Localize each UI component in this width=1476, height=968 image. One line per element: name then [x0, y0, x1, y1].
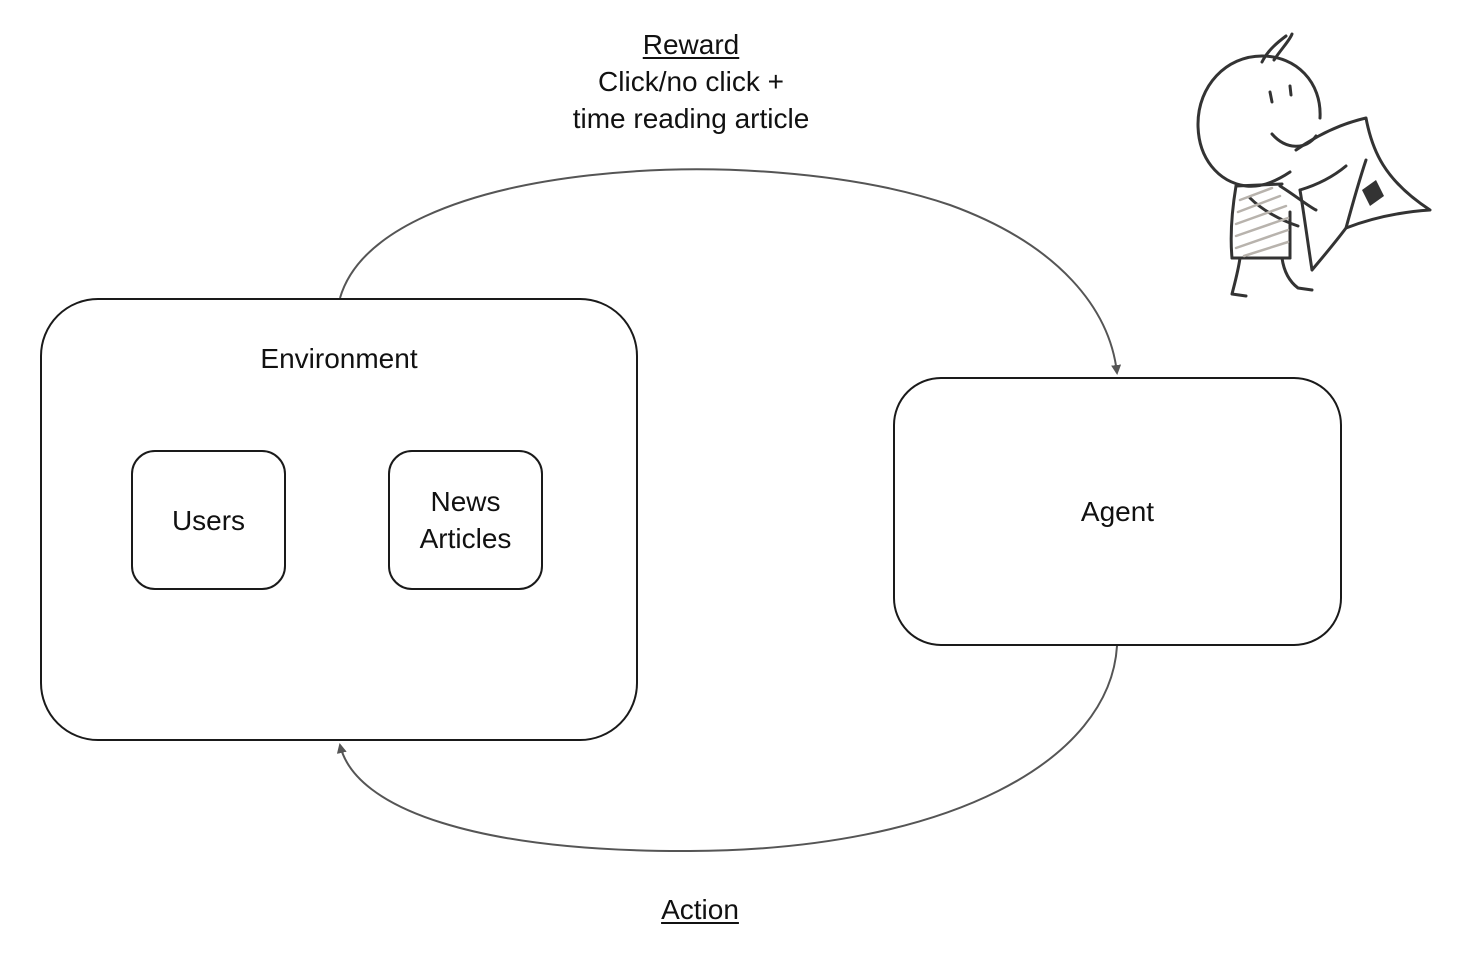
reward-line-1: Click/no click +	[598, 66, 784, 97]
action-label: Action	[661, 894, 739, 925]
agent-label: Agent	[1080, 496, 1155, 527]
reward-arrow	[339, 168, 1122, 375]
reward-label: Reward Click/no click + time reading art…	[540, 26, 842, 137]
environment-title: Environment	[260, 343, 418, 374]
action-arrow	[336, 645, 1118, 853]
news-articles-label: News Articles	[419, 486, 512, 554]
news-articles-box: News Articles	[388, 450, 543, 590]
users-box: Users	[131, 450, 286, 590]
agent-box: Agent	[893, 377, 1342, 646]
users-label: Users	[171, 504, 246, 536]
reward-line-2: time reading article	[572, 103, 810, 134]
reward-title: Reward	[642, 29, 740, 60]
environment-box: Environment	[40, 298, 638, 741]
